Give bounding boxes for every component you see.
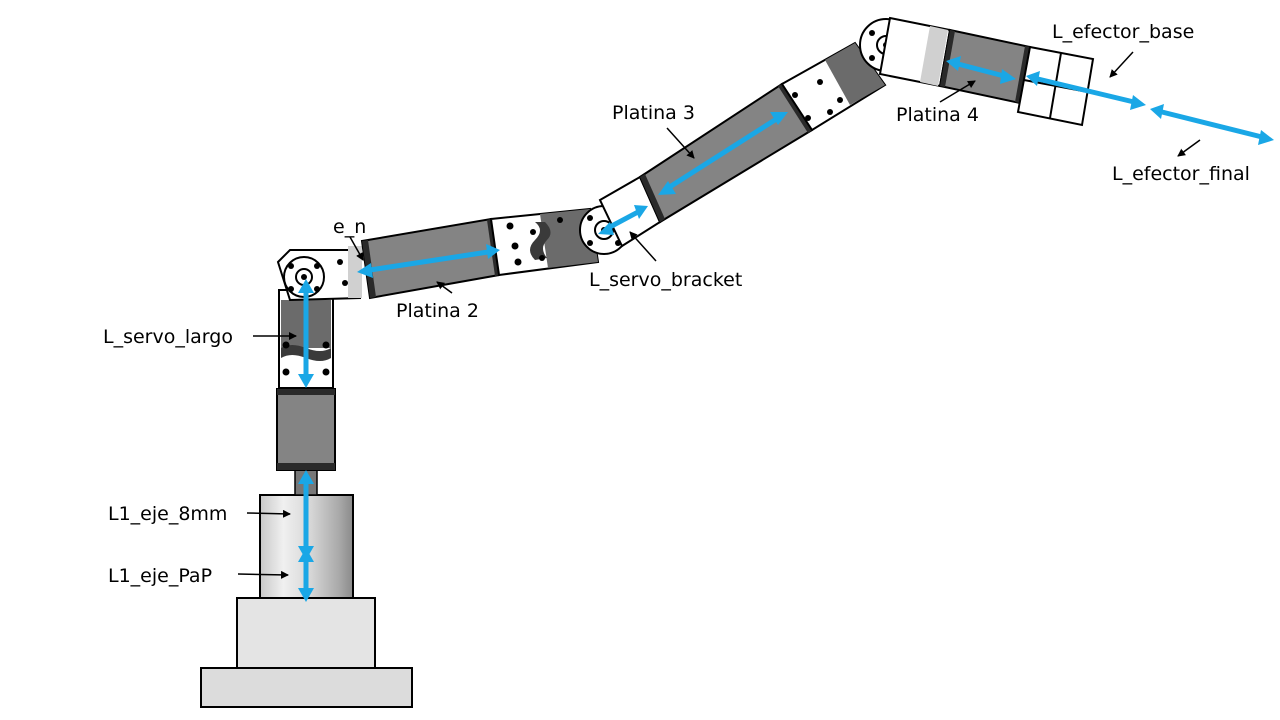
label-e-n: e_n bbox=[333, 216, 366, 238]
link-4 bbox=[878, 16, 1032, 105]
label-l1-eje-8mm: L1_eje_8mm bbox=[108, 503, 227, 525]
dimension-platina-3 bbox=[658, 112, 788, 195]
link-2 bbox=[276, 207, 600, 302]
dimension-l-servo-largo bbox=[298, 279, 314, 388]
label-l-efector-base: L_efector_base bbox=[1052, 21, 1194, 43]
label-platina-3: Platina 3 bbox=[612, 102, 695, 124]
label-l-efector-final: L_efector_final bbox=[1112, 163, 1250, 185]
dimension-l-efector-base bbox=[1026, 71, 1146, 110]
dimension-l1-eje-pap bbox=[298, 548, 314, 602]
label-l-servo-bracket: L_servo_bracket bbox=[589, 269, 742, 291]
dimension-platina-4 bbox=[946, 56, 1016, 84]
link-3 bbox=[598, 41, 887, 248]
base-platform bbox=[200, 597, 413, 708]
base-servo bbox=[276, 388, 336, 471]
label-l1-eje-pap: L1_eje_PaP bbox=[108, 565, 212, 587]
label-l-servo-largo: L_servo_largo bbox=[103, 326, 233, 348]
end-effector bbox=[1016, 45, 1095, 127]
dimension-l-efector-final bbox=[1150, 104, 1274, 145]
label-platina-4: Platina 4 bbox=[896, 104, 979, 126]
label-platina-2: Platina 2 bbox=[396, 300, 479, 322]
dimension-platina-2 bbox=[357, 244, 500, 278]
leader-lines bbox=[237, 51, 1201, 579]
dimension-l-servo-bracket bbox=[598, 205, 648, 235]
